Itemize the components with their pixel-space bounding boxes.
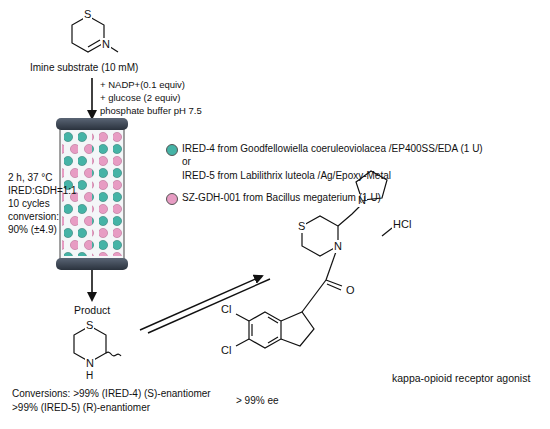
annotation-text: kappa-opioid receptor agonist <box>392 372 530 384</box>
annotation-text: > 99% ee <box>236 395 279 407</box>
annotation-text: Conversions: >99% (IRED-4) (S)-enantiome… <box>12 388 211 400</box>
annotation-text: conversion: <box>8 211 59 223</box>
legend-swatch <box>166 144 178 156</box>
annotation-text: phosphate buffer pH 7.5 <box>100 106 202 117</box>
atom-label: H <box>85 370 94 382</box>
atom-label: S <box>83 8 92 21</box>
annotation-text: + NADP+(0.1 equiv) <box>100 80 185 91</box>
annotation-text: + glucose (2 equiv) <box>100 93 181 104</box>
annotation-text: Imine substrate (10 mM) <box>30 62 138 74</box>
legend-swatch <box>166 193 178 205</box>
atom-label: S <box>85 319 94 332</box>
atom-label: N <box>101 38 111 51</box>
annotation-text: 90% (±4.9) <box>8 224 57 236</box>
annotation-text: IRED:GDH=1:1 <box>8 185 77 197</box>
atom-label: O <box>345 284 356 297</box>
annotation-text: 2 h, 37 °C <box>8 172 53 184</box>
atom-label: Cl <box>220 344 232 357</box>
annotation-text: Product <box>74 304 110 316</box>
atom-label: Cl <box>220 303 232 316</box>
annotation-text: IRED-5 from Labilithrix luteola /Ag/Epox… <box>182 170 391 182</box>
atom-label: N <box>85 357 95 370</box>
atom-label: S <box>297 220 306 233</box>
annotation-text: or <box>182 156 191 168</box>
legend-text: SZ-GDH-001 from Bacillus megaterium (1 U… <box>182 192 381 204</box>
annotation-text: >99% (IRED-5) (R)-enantiomer <box>12 402 150 414</box>
atom-label: HCl <box>392 218 412 231</box>
legend-text: IRED-4 from Goodfellowiella coeruleoviol… <box>182 143 483 155</box>
atom-label: N <box>333 240 343 253</box>
annotation-text: 10 cycles <box>8 198 50 210</box>
